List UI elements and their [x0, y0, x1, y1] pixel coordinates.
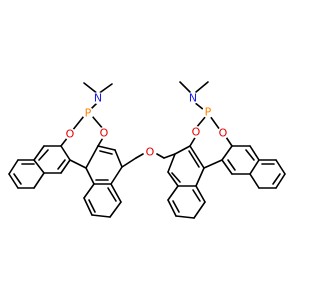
atom-labels: N P O O O O O P N — [64, 92, 229, 159]
right-binaphthyl-phosphoramidite — [156, 81, 286, 219]
atom-oxygen-left-a: O — [66, 128, 75, 141]
atom-phosphorus-left: P — [85, 107, 92, 120]
atom-nitrogen-right: N — [189, 92, 197, 105]
atom-oxygen-left-b: O — [100, 127, 109, 140]
atom-oxygen-bridge: O — [146, 146, 155, 159]
molecule-structure-diagram: N P O O O O O P N — [8, 81, 286, 219]
atom-phosphorus-right: P — [205, 106, 212, 119]
atom-oxygen-right-a: O — [192, 126, 201, 139]
atom-nitrogen-left: N — [94, 92, 102, 105]
atom-oxygen-right-b: O — [219, 127, 228, 140]
